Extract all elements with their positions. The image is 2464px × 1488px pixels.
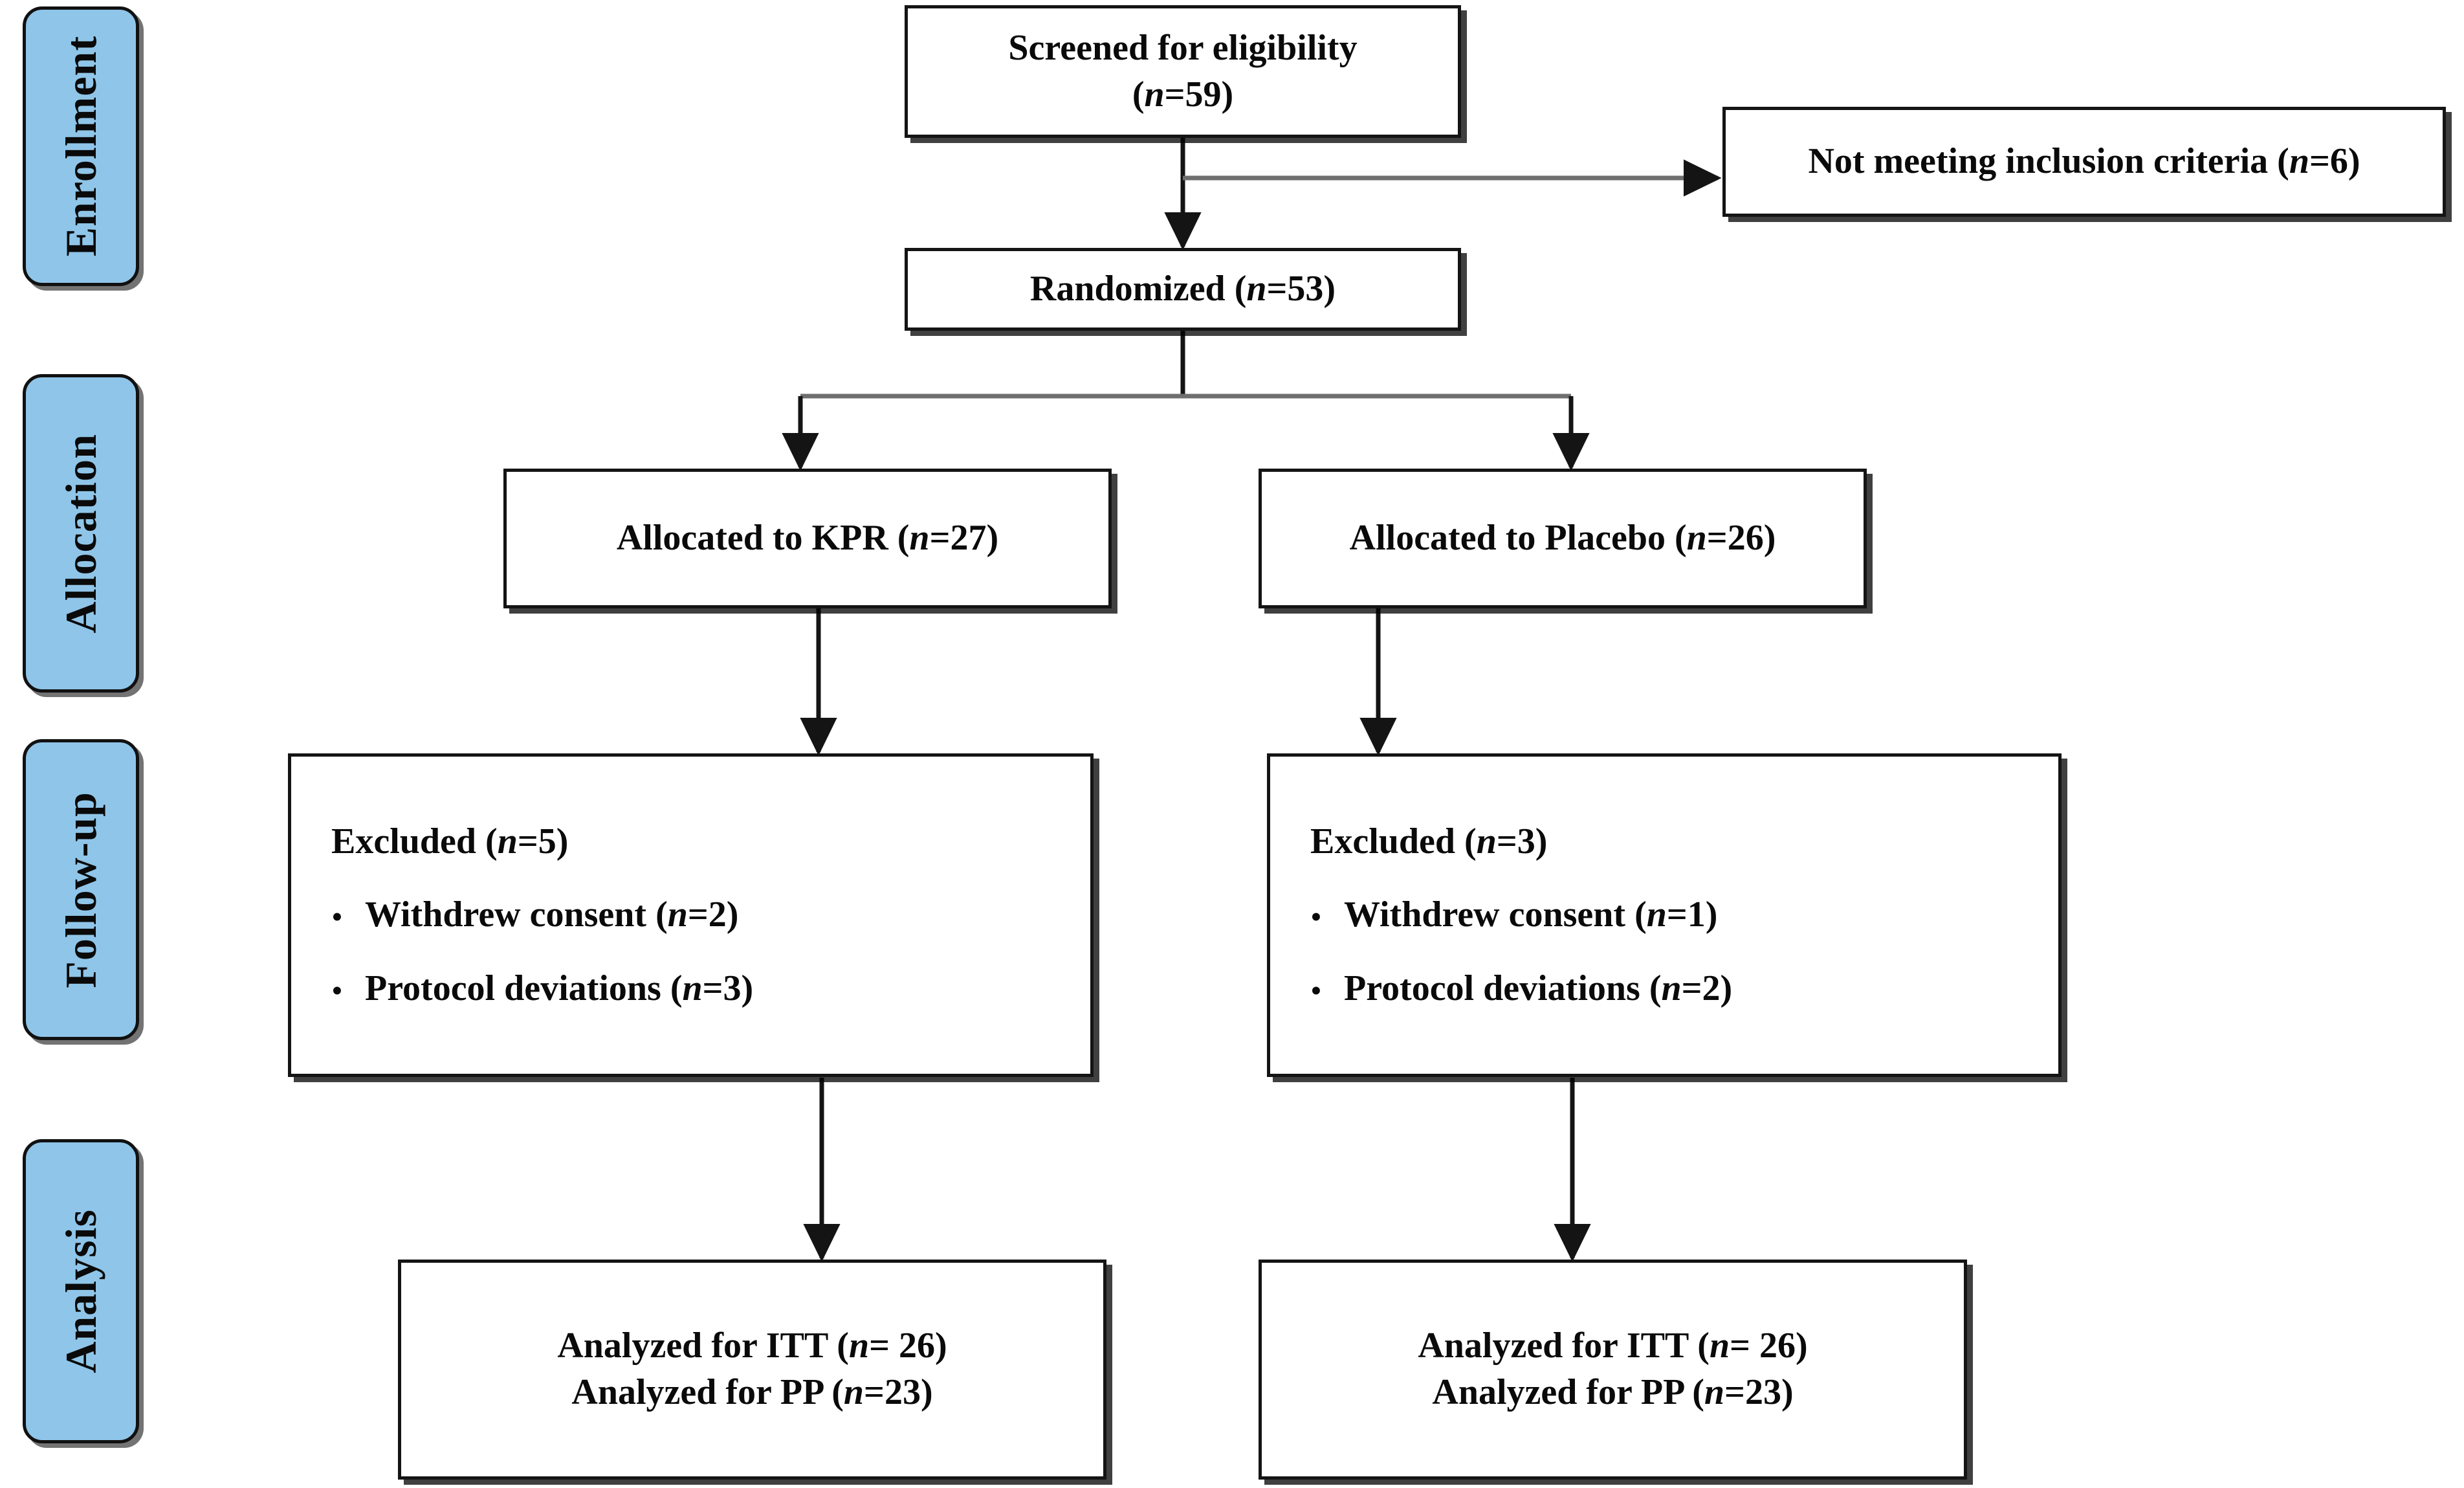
node-not-meeting-inclusion-criteria: Not meeting inclusion criteria (n=6) [1722,107,2446,217]
excluded-kpr-reason-0-italic: n [667,894,688,935]
not-meeting-prefix: Not meeting inclusion criteria ( [1808,141,2289,182]
excluded-kpr-reason-1: Protocol deviations (n=3) [365,967,753,1010]
phase-label-followup: Follow-up [23,739,139,1040]
alloc-kpr-line: Allocated to KPR (n=27) [617,515,998,562]
bullet-icon: • [1311,974,1321,1006]
alloc-placebo-suffix: =26) [1706,518,1776,559]
analyzed-placebo-pp-italic: n [1704,1372,1725,1412]
list-item: • Withdrew consent (n=1) [1288,893,2040,937]
excluded-placebo-reason-1-suffix: =2) [1681,968,1733,1008]
excluded-kpr-heading: Excluded (n=5) [309,820,568,863]
node-analyzed-placebo: Analyzed for ITT (n= 26) Analyzed for PP… [1259,1260,1967,1480]
excluded-kpr-head-italic: n [497,821,518,862]
phase-label-analysis: Analysis [23,1139,139,1443]
analyzed-kpr-pp-prefix: Analyzed for PP ( [571,1372,844,1412]
bullet-icon: • [332,974,342,1006]
analyzed-placebo-itt-italic: n [1709,1326,1730,1366]
node-randomized: Randomized (n=53) [905,248,1461,331]
node-analyzed-kpr: Analyzed for ITT (n= 26) Analyzed for PP… [398,1260,1106,1480]
excluded-kpr-reason-1-italic: n [682,968,703,1008]
screened-n-suffix: =59) [1164,74,1234,115]
analyzed-placebo-pp: Analyzed for PP (n=23) [1432,1370,1793,1416]
excluded-placebo-reason-1-prefix: Protocol deviations ( [1344,968,1662,1008]
screened-line-2: (n=59) [1132,72,1233,118]
excluded-kpr-reason-list: • Withdrew consent (n=2) • Protocol devi… [309,863,1072,1010]
excluded-placebo-reason-0-suffix: =1) [1666,894,1718,935]
alloc-placebo-italic: n [1686,518,1707,559]
analyzed-kpr-itt-suffix: = 26) [869,1326,947,1366]
list-item: • Protocol deviations (n=3) [309,967,1072,1010]
excluded-placebo-reason-0-italic: n [1646,894,1667,935]
node-excluded-placebo: Excluded (n=3) • Withdrew consent (n=1) … [1267,753,2062,1077]
node-allocated-kpr: Allocated to KPR (n=27) [503,469,1112,608]
not-meeting-suffix: =6) [2309,141,2360,182]
excluded-placebo-reason-list: • Withdrew consent (n=1) • Protocol devi… [1288,863,2040,1010]
not-meeting-line: Not meeting inclusion criteria (n=6) [1808,139,2360,185]
analyzed-kpr-itt-italic: n [848,1326,870,1366]
alloc-kpr-prefix: Allocated to KPR ( [616,518,910,559]
excluded-kpr-reason-1-suffix: =3) [702,968,754,1008]
alloc-kpr-suffix: =27) [929,518,999,559]
node-screened-for-eligibility: Screened for eligibility (n=59) [905,5,1461,138]
analyzed-placebo-itt-prefix: Analyzed for ITT ( [1418,1326,1710,1366]
excluded-placebo-reason-0-prefix: Withdrew consent ( [1344,894,1647,935]
phase-label-analysis-text: Analysis [56,1209,105,1373]
list-item: • Withdrew consent (n=2) [309,893,1072,937]
analyzed-kpr-itt-prefix: Analyzed for ITT ( [557,1326,849,1366]
excluded-placebo-head-prefix: Excluded ( [1310,821,1477,862]
analyzed-kpr-pp: Analyzed for PP (n=23) [571,1370,932,1416]
excluded-kpr-reason-0-suffix: =2) [687,894,739,935]
excluded-kpr-reason-0-prefix: Withdrew consent ( [365,894,668,935]
excluded-placebo-head-suffix: =3) [1496,821,1548,862]
analyzed-kpr-itt: Analyzed for ITT (n= 26) [557,1323,947,1370]
phase-label-enrollment-text: Enrollment [56,36,105,257]
randomized-italic: n [1246,269,1267,309]
analyzed-placebo-pp-suffix: =23) [1724,1372,1794,1412]
randomized-suffix: =53) [1266,269,1336,309]
excluded-placebo-reason-1: Protocol deviations (n=2) [1344,967,1732,1010]
excluded-kpr-reason-1-prefix: Protocol deviations ( [365,968,683,1008]
excluded-placebo-heading: Excluded (n=3) [1288,820,1547,863]
analyzed-placebo-pp-prefix: Analyzed for PP ( [1432,1372,1704,1412]
phase-label-enrollment: Enrollment [23,6,139,286]
excluded-placebo-head-italic: n [1476,821,1497,862]
node-excluded-kpr: Excluded (n=5) • Withdrew consent (n=2) … [288,753,1094,1077]
not-meeting-italic: n [2289,141,2309,182]
randomized-prefix: Randomized ( [1029,269,1247,309]
phase-label-allocation: Allocation [23,374,139,693]
excluded-kpr-head-suffix: =5) [517,821,569,862]
excluded-placebo-reason-0: Withdrew consent (n=1) [1344,893,1717,937]
alloc-placebo-line: Allocated to Placebo (n=26) [1350,515,1776,562]
screened-n-italic: n [1144,74,1165,115]
excluded-kpr-reason-0: Withdrew consent (n=2) [365,893,738,937]
alloc-placebo-prefix: Allocated to Placebo ( [1349,518,1687,559]
randomized-line: Randomized (n=53) [1030,266,1336,313]
phase-label-allocation-text: Allocation [56,433,105,634]
analyzed-kpr-pp-suffix: =23) [864,1372,933,1412]
excluded-placebo-reason-1-italic: n [1661,968,1682,1008]
screened-line-1: Screened for eligibility [1008,27,1358,68]
excluded-kpr-head-prefix: Excluded ( [331,821,498,862]
screened-n-prefix: ( [1132,74,1145,115]
bullet-icon: • [332,901,342,933]
analyzed-placebo-itt-suffix: = 26) [1730,1326,1808,1366]
list-item: • Protocol deviations (n=2) [1288,967,2040,1010]
analyzed-placebo-itt: Analyzed for ITT (n= 26) [1418,1323,1807,1370]
phase-label-followup-text: Follow-up [56,791,105,988]
analyzed-kpr-pp-italic: n [843,1372,864,1412]
bullet-icon: • [1311,901,1321,933]
alloc-kpr-italic: n [909,518,930,559]
node-allocated-placebo: Allocated to Placebo (n=26) [1259,469,1867,608]
